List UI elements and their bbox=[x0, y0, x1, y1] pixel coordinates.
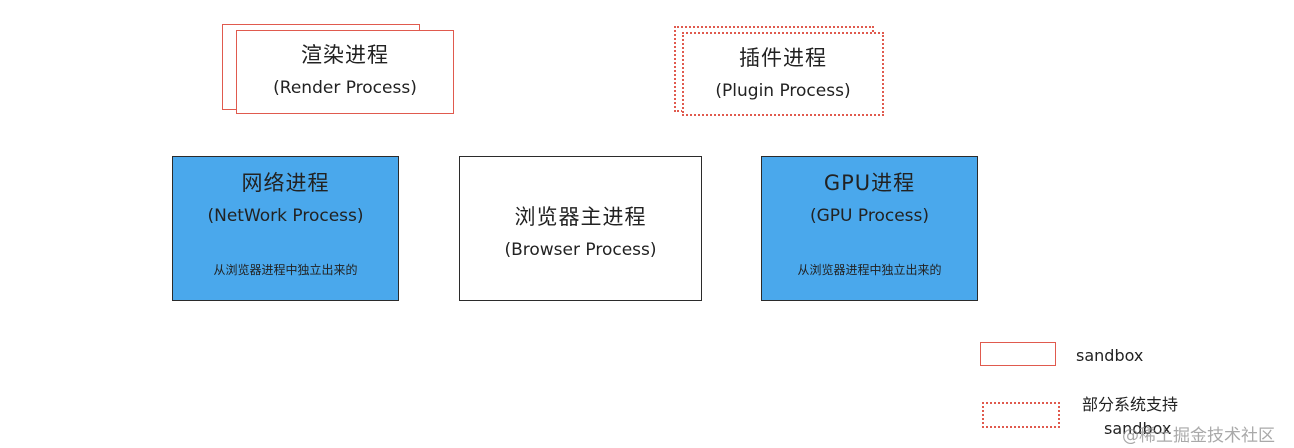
gpu-process-box: GPU进程 (GPU Process) 从浏览器进程中独立出来的 bbox=[761, 156, 978, 301]
network-process-box: 网络进程 (NetWork Process) 从浏览器进程中独立出来的 bbox=[172, 156, 399, 301]
render-process-subtitle: (Render Process) bbox=[273, 78, 417, 98]
browser-process-title: 浏览器主进程 bbox=[514, 205, 647, 229]
render-process-title: 渲染进程 bbox=[301, 43, 389, 67]
legend-partial-sandbox-swatch bbox=[982, 402, 1060, 428]
legend-sandbox-swatch bbox=[980, 342, 1056, 366]
watermark: @稀土掘金技术社区 bbox=[1122, 426, 1275, 446]
plugin-process-box: 插件进程 (Plugin Process) bbox=[682, 32, 884, 116]
plugin-process-subtitle: (Plugin Process) bbox=[715, 81, 851, 101]
browser-process-box: 浏览器主进程 (Browser Process) bbox=[459, 156, 702, 301]
legend-partial-sandbox-label-line2: sandbox bbox=[1104, 419, 1172, 438]
plugin-process-title: 插件进程 bbox=[739, 46, 827, 70]
gpu-process-title: GPU进程 bbox=[823, 171, 916, 195]
render-process-box: 渲染进程 (Render Process) bbox=[236, 30, 454, 114]
browser-process-subtitle: (Browser Process) bbox=[504, 240, 657, 260]
gpu-process-subtitle: (GPU Process) bbox=[809, 206, 930, 226]
legend-sandbox-label: sandbox bbox=[1076, 346, 1144, 365]
network-process-note: 从浏览器进程中独立出来的 bbox=[213, 263, 358, 277]
network-process-title: 网络进程 bbox=[241, 171, 330, 195]
legend-partial-sandbox-label-line1: 部分系统支持 bbox=[1082, 395, 1179, 414]
gpu-process-note: 从浏览器进程中独立出来的 bbox=[797, 263, 942, 277]
network-process-subtitle: (NetWork Process) bbox=[207, 206, 364, 226]
